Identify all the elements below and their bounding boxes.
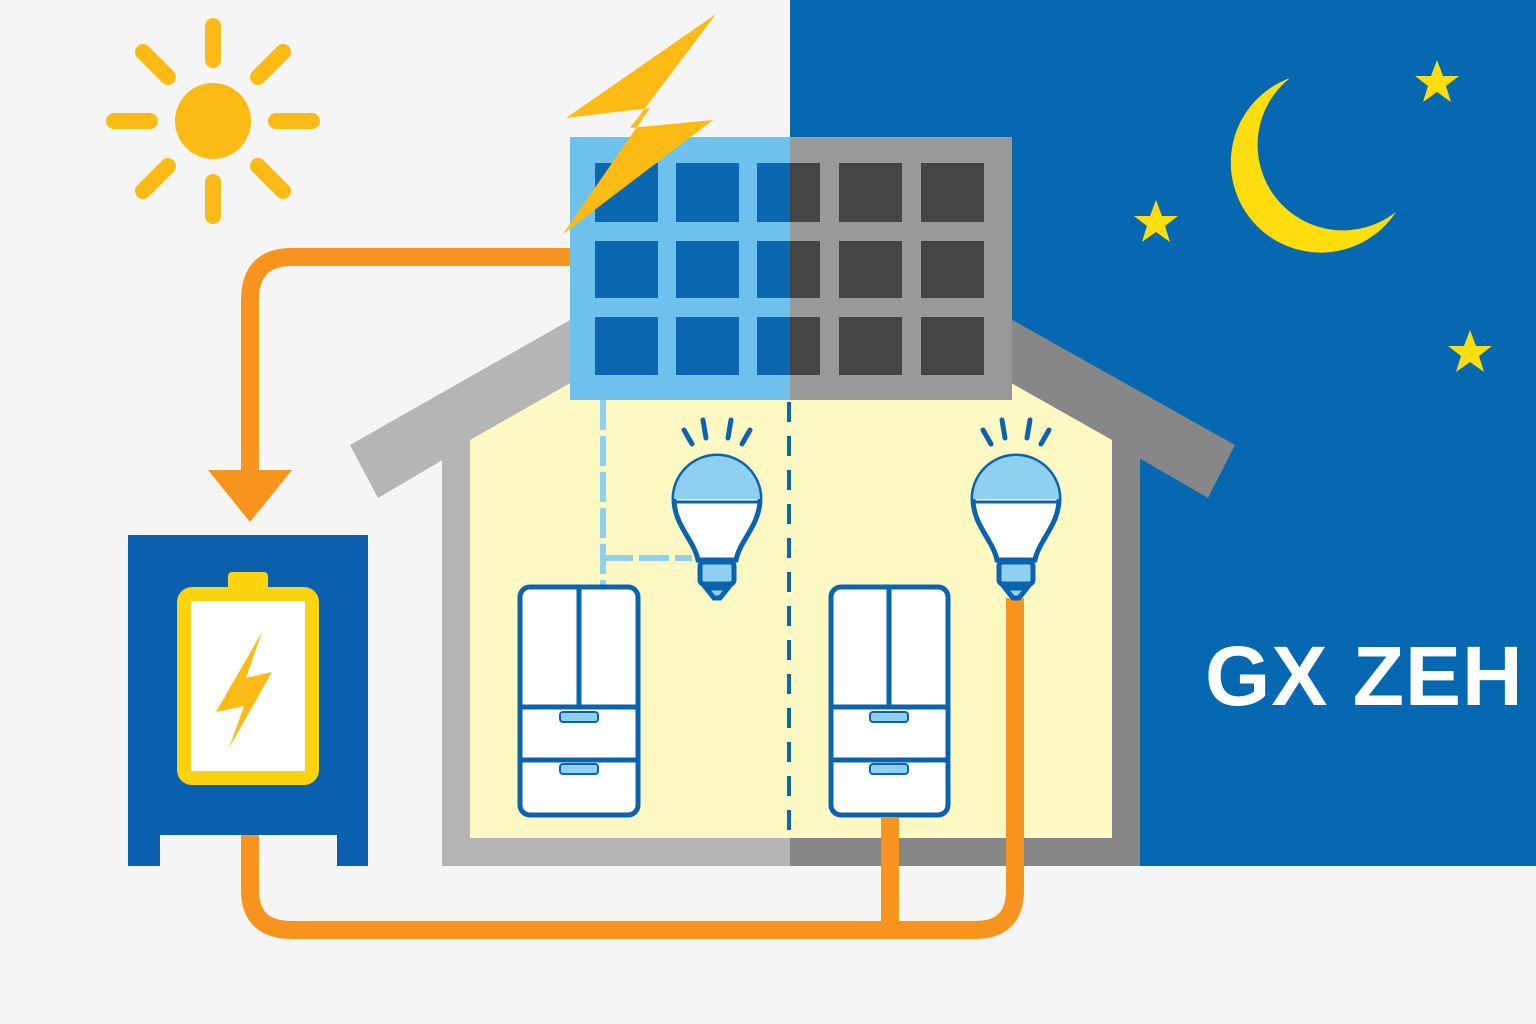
refrigerator-icon <box>828 584 951 818</box>
refrigerator-icon <box>517 584 641 818</box>
circuit-wire <box>600 400 692 585</box>
battery-bolt-icon <box>216 632 272 748</box>
lightning-bolt-icon <box>563 14 716 234</box>
battery-storage <box>128 535 368 866</box>
moon-icon <box>1230 78 1396 253</box>
light-bulb-icon <box>671 417 763 601</box>
gx-zeh-label: GX ZEH <box>1205 629 1524 723</box>
light-bulb-icon <box>970 417 1062 601</box>
power-wire <box>241 248 1024 939</box>
star-icon <box>1134 60 1492 372</box>
arrow-down-icon <box>208 470 292 522</box>
sun-icon <box>106 18 320 224</box>
solar-panel <box>570 137 1012 400</box>
